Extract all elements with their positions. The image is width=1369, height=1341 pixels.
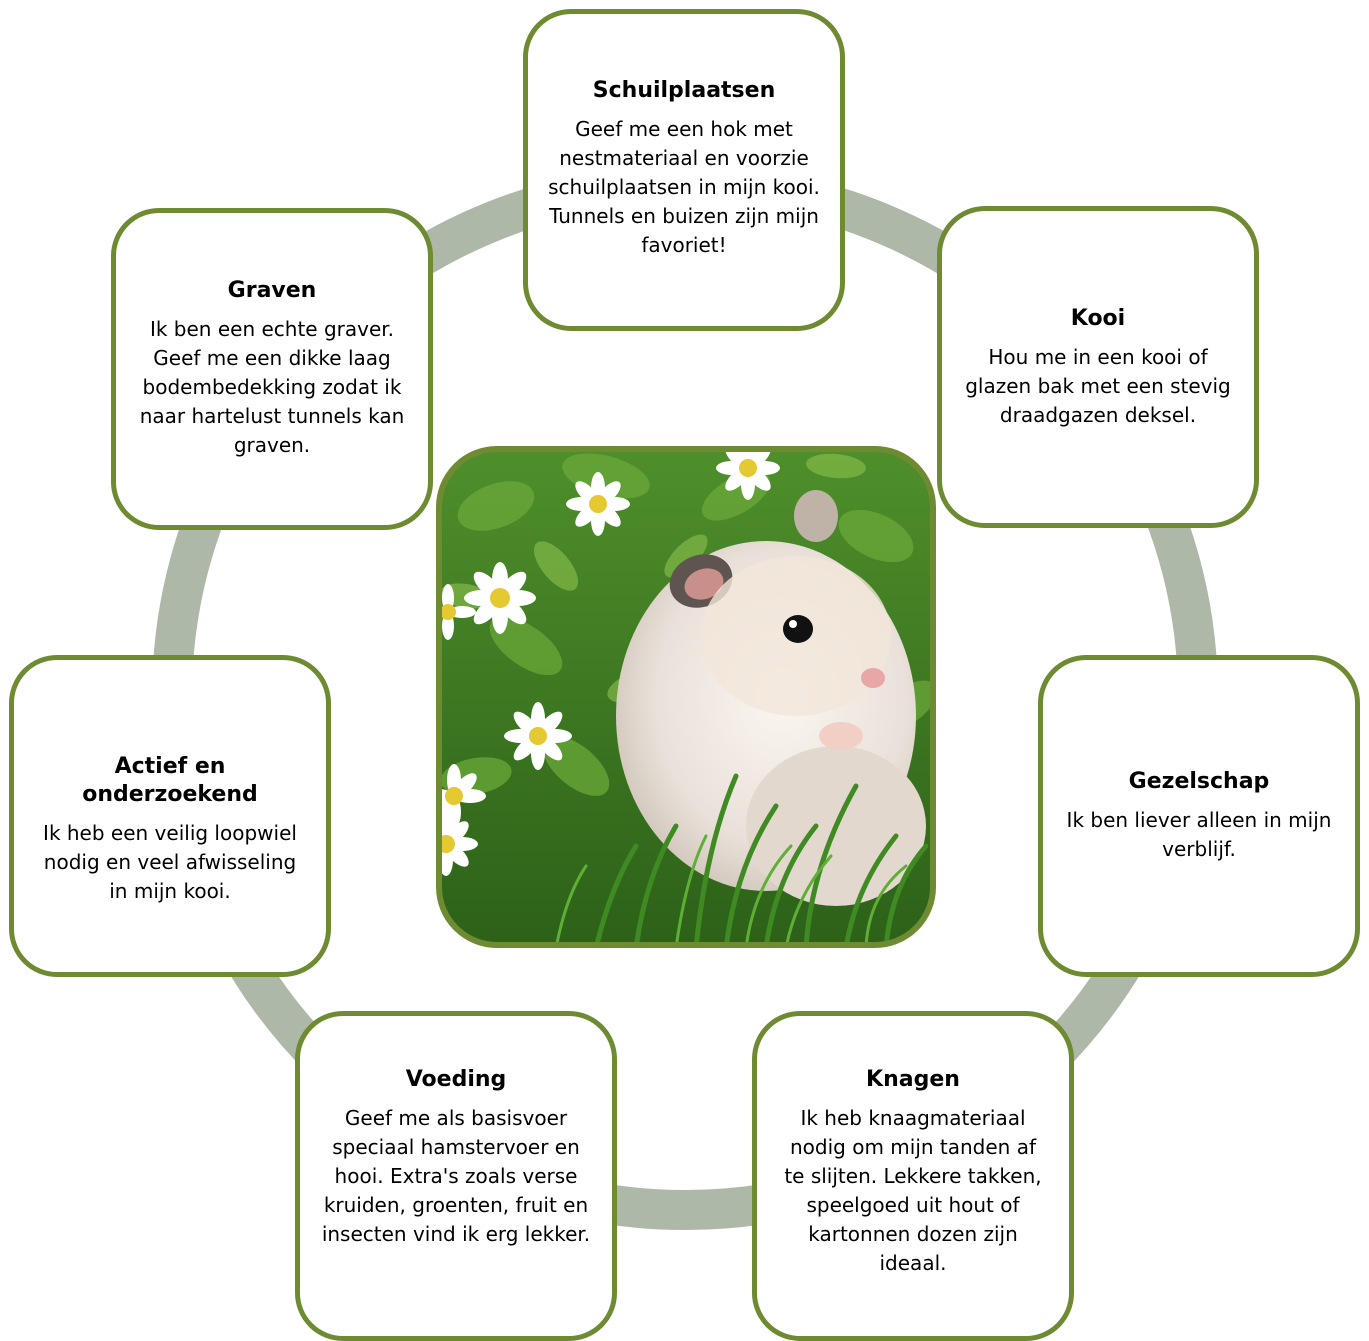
card-text: Ik heb knaagmateriaal nodig om mijn tand… — [784, 1106, 1042, 1275]
card-kooi: Kooi Hou me in een kooi of glazen bak me… — [937, 206, 1259, 528]
card-title: Actief en onderzoekend — [82, 754, 258, 807]
card-title: Schuilplaatsen — [592, 78, 776, 103]
card-text: Hou me in een kooi of glazen bak met een… — [965, 345, 1231, 427]
card-title: Voeding — [405, 1067, 507, 1092]
card-title: Graven — [227, 278, 317, 303]
card-actief-en-onderzoekend: Actief en onderzoekend Ik heb een veilig… — [9, 655, 331, 977]
card-title: Knagen — [866, 1067, 960, 1092]
card-schuilplaatsen: Schuilplaatsen Geef me een hok met nestm… — [523, 9, 845, 331]
card-text: Ik ben liever alleen in mijn verblijf. — [1066, 808, 1332, 861]
card-text: Geef me als basisvoer speciaal hamstervo… — [321, 1106, 591, 1246]
card-voeding: Voeding Geef me als basisvoer speciaal h… — [295, 1011, 617, 1341]
card-text: Ik ben een echte graver. Geef me een dik… — [139, 317, 405, 457]
card-text: Ik heb een veilig loopwiel nodig en veel… — [43, 821, 297, 903]
card-title: Kooi — [1070, 306, 1126, 331]
card-gezelschap: Gezelschap Ik ben liever alleen in mijn … — [1038, 655, 1360, 977]
card-graven: Graven Ik ben een echte graver. Geef me … — [111, 208, 433, 530]
card-knagen: Knagen Ik heb knaagmateriaal nodig om mi… — [752, 1011, 1074, 1341]
card-title: Gezelschap — [1128, 769, 1270, 794]
card-text: Geef me een hok met nestmateriaal en voo… — [548, 117, 820, 257]
hamster-photo — [436, 446, 936, 948]
